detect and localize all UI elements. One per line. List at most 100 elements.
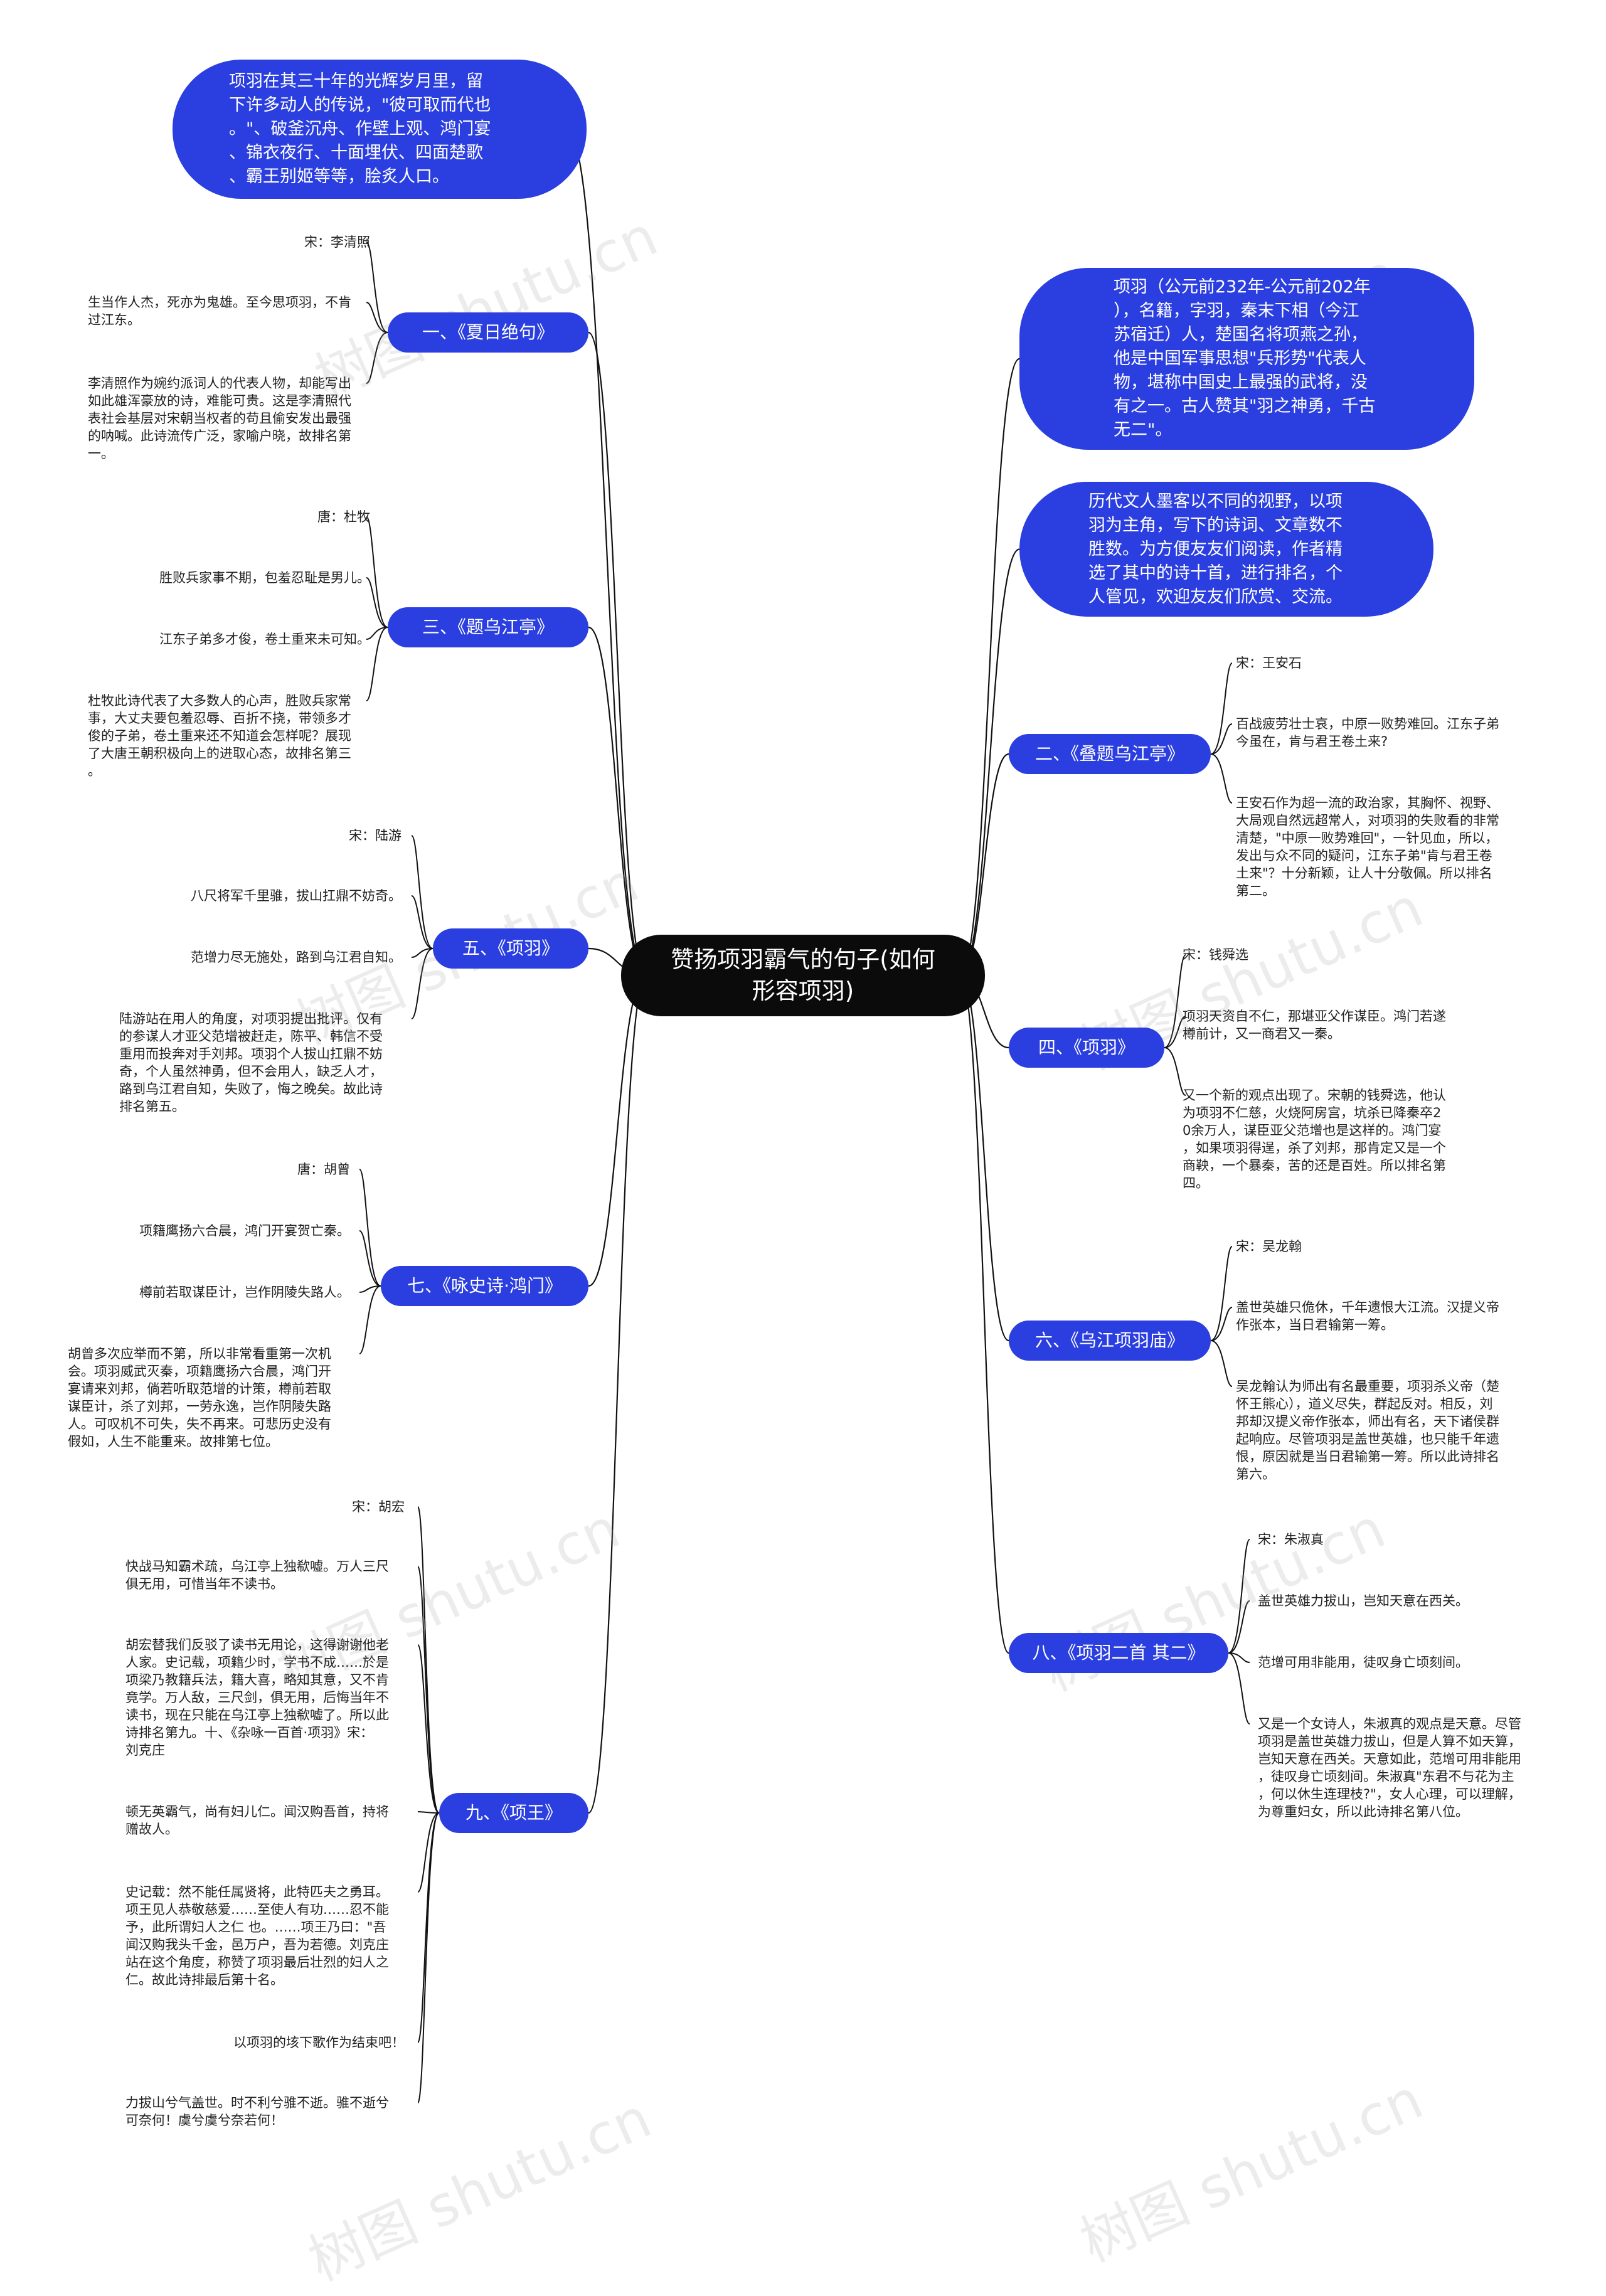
connector-line xyxy=(366,516,388,628)
branch-2-label: 二、《叠题乌江亭》 xyxy=(1034,743,1184,764)
connector-line xyxy=(359,1285,381,1293)
connector-line xyxy=(1210,723,1233,755)
branch-1-label: 一、《夏日绝句》 xyxy=(422,322,554,343)
connector-line xyxy=(366,577,388,628)
root-title: 赞扬项羽霸气的句子(如何 形容项羽) xyxy=(671,946,935,1004)
connector-line xyxy=(1228,1652,1250,1663)
connector-line xyxy=(1228,1652,1250,1725)
connector-line xyxy=(417,1812,440,2043)
leaf-b4-author: 宋：钱舜选 xyxy=(1183,947,1248,962)
branch-9-label: 九、《项王》 xyxy=(465,1802,562,1823)
connector-line xyxy=(588,331,647,977)
connector-line xyxy=(1210,1307,1233,1341)
intro-right-2-text: 历代文人墨客以不同的视野，以项 羽为主角，写下的诗词、文章数不 胜数。为方便友友… xyxy=(1088,491,1343,607)
connector-line xyxy=(1210,1246,1233,1341)
leaf-b6-commentary: 吴龙翰认为师出有名最重要，项羽杀义帝（楚 怀王熊心），道义尽失，群起反对。相反，… xyxy=(1236,1379,1499,1482)
leaf-b9-author: 宋：胡宏 xyxy=(352,1499,405,1514)
leaf-b2-poem: 百战疲劳壮士哀，中原一败势难回。江东子弟 今虽在，肯与君王卷土来? xyxy=(1236,716,1499,749)
branch-node-2[interactable]: 二、《叠题乌江亭》 xyxy=(1009,734,1211,774)
connector-line xyxy=(1210,1340,1233,1387)
leaf-b9-poem-liu: 顿无英霸气，尚有妇儿仁。闻汉购吾首，持将 赠故人。 xyxy=(125,1804,389,1837)
connector-line xyxy=(366,332,388,384)
branch-node-3[interactable]: 三、《题乌江亭》 xyxy=(388,607,588,647)
leaf-b3-poem-line-2: 江东子弟多才俊，卷土重来未可知。 xyxy=(159,632,370,647)
connector-line xyxy=(411,948,433,1019)
leaf-b9-closing: 以项羽的垓下歌作为结束吧！ xyxy=(233,2035,405,2050)
leaf-b8-commentary: 又是一个女诗人，朱淑真的观点是天意。尽管 项羽是盖世英雄力拔山，但是人算不如天算… xyxy=(1258,1716,1521,1819)
leaf-b5-poem-line-1: 八尺将军千里骓，拔山扛鼎不妨奇。 xyxy=(191,888,402,903)
branch-8-label: 八、《项羽二首 其二》 xyxy=(1032,1642,1205,1663)
connector-line xyxy=(959,974,1009,1654)
connector-line xyxy=(366,242,388,333)
leaf-b6-poem: 盖世英雄只佹休，千年遗恨大江流。汉提义帝 作张本，当日君输第一筹。 xyxy=(1236,1300,1499,1332)
leaf-b5-commentary: 陆游站在用人的角度，对项羽提出批评。仅有 的参谋人才亚父范增被赶走，陈平、韩信不… xyxy=(119,1011,383,1114)
connector-line xyxy=(1210,662,1233,755)
leaf-b7-commentary: 胡曾多次应举而不第，所以非常看重第一次机 会。项羽威武灭秦，项籍鹰扬六合晨，鸿门… xyxy=(68,1346,331,1449)
leaf-b9-gaixia-song: 力拔山兮气盖世。时不利兮骓不逝。骓不逝兮 可奈何！虞兮虞兮奈若何！ xyxy=(125,2095,389,2128)
connector-line xyxy=(359,1230,381,1287)
intro-bubble-top-left[interactable]: 项羽在其三十年的光辉岁月里，留 下许多动人的传说，"彼可取而代也 。"、破釜沉舟… xyxy=(173,60,587,199)
mind-map-canvas: 树图 shutu.cn 树图 shutu.cn 树图 shutu.cn 树图 s… xyxy=(68,60,1521,2293)
connector-line xyxy=(411,835,433,949)
root-node[interactable]: 赞扬项羽霸气的句子(如何 形容项羽) xyxy=(621,935,985,1016)
connector-line xyxy=(588,974,647,1814)
branch-5-label: 五、《项羽》 xyxy=(462,938,559,959)
leaf-b3-commentary: 杜牧此诗代表了大多数人的心声，胜败兵家常 事，大丈夫要包羞忍辱、百折不挠，带领多… xyxy=(88,693,351,779)
intro-right-1-text: 项羽（公元前232年-公元前202年 ），名籍，字羽，秦末下相（今江 苏宿迁）人… xyxy=(1114,277,1376,440)
branch-3-label: 三、《题乌江亭》 xyxy=(422,617,554,637)
leaf-b9-commentary-liu: 史记载：然不能任属贤将，此特匹夫之勇耳。 项王见人恭敬慈爱……至使人有功……忍不… xyxy=(125,1884,389,1987)
leaf-b1-commentary: 李清照作为婉约派词人的代表人物，却能写出 如此雄浑豪放的诗，难能可贵。这是李清照… xyxy=(88,376,351,461)
connector-line xyxy=(588,626,647,977)
connector-line xyxy=(1210,753,1233,804)
leaf-b9-poem: 快战马知霸术疏，乌江亭上独欷嘘。万人三尺 俱无用，可惜当年不读书。 xyxy=(125,1559,389,1592)
branch-node-5[interactable]: 五、《项羽》 xyxy=(433,928,588,969)
leaf-b3-author: 唐：杜牧 xyxy=(317,509,370,524)
branch-node-6[interactable]: 六、《乌江项羽庙》 xyxy=(1009,1321,1211,1361)
leaf-b8-author: 宋：朱淑真 xyxy=(1258,1532,1324,1547)
leaf-b7-poem-line-1: 项籍鹰扬六合晨，鸿门开宴贺亡秦。 xyxy=(139,1223,350,1238)
connector-line xyxy=(411,948,433,958)
leaf-b7-author: 唐：胡曾 xyxy=(297,1162,350,1177)
leaf-b8-poem-line-2: 范增可用非能用，徒叹身亡顷刻间。 xyxy=(1258,1655,1469,1670)
connector-line xyxy=(588,974,647,1287)
leaf-b5-author: 宋：陆游 xyxy=(349,828,402,843)
intro-bubble-right-2[interactable]: 历代文人墨客以不同的视野，以项 羽为主角，写下的诗词、文章数不 胜数。为方便友友… xyxy=(1019,482,1433,617)
connector-line xyxy=(359,1169,381,1287)
branch-7-label: 七、《咏史诗·鸿门》 xyxy=(407,1275,562,1296)
connector-line xyxy=(417,1811,440,1814)
connector-line xyxy=(567,131,647,977)
branch-node-8[interactable]: 八、《项羽二首 其二》 xyxy=(1009,1633,1228,1673)
connector-line xyxy=(1164,1016,1186,1048)
branch-node-9[interactable]: 九、《项王》 xyxy=(439,1793,588,1833)
intro-top-left-text: 项羽在其三十年的光辉岁月里，留 下许多动人的传说，"彼可取而代也 。"、破釜沉舟… xyxy=(229,72,491,186)
leaf-b3-poem-line-1: 胜败兵家事不期，包羞忍耻是男儿。 xyxy=(159,570,370,585)
connector-line xyxy=(1164,1047,1186,1096)
connector-line xyxy=(959,974,1009,1342)
leaf-b2-commentary: 王安石作为超一流的政治家，其胸怀、视野、 大局观自然远超常人，对项羽的失败看的非… xyxy=(1236,795,1499,898)
connector-line xyxy=(1228,1600,1250,1654)
intro-bubble-right-1[interactable]: 项羽（公元前232年-公元前202年 ），名籍，字羽，秦末下相（今江 苏宿迁）人… xyxy=(1019,268,1474,450)
connector-line xyxy=(1228,1539,1250,1654)
leaf-b6-author: 宋：吴龙翰 xyxy=(1236,1239,1302,1254)
connector-line xyxy=(959,358,1020,977)
branch-node-1[interactable]: 一、《夏日绝句》 xyxy=(388,312,588,353)
leaf-b5-poem-line-2: 范增力尽无施处，路到乌江君自知。 xyxy=(191,950,402,965)
connector-line xyxy=(417,1812,440,1893)
branch-4-label: 四、《项羽》 xyxy=(1038,1037,1135,1058)
branch-node-7[interactable]: 七、《咏史诗·鸿门》 xyxy=(381,1266,588,1306)
leaf-b1-author: 宋：李清照 xyxy=(304,235,370,250)
connector-line xyxy=(1164,954,1186,1048)
branch-6-label: 六、《乌江项羽庙》 xyxy=(1034,1330,1184,1351)
leaf-b9-commentary: 胡宏替我们反驳了读书无用论，这得谢谢他老 人家。史记载，项籍少时，学书不成……於… xyxy=(125,1637,389,1758)
connector-line xyxy=(366,627,388,701)
connector-line xyxy=(417,1644,440,1814)
connector-line xyxy=(366,302,388,333)
connector-line xyxy=(417,1566,440,1814)
leaf-b2-author: 宋：王安石 xyxy=(1236,656,1302,671)
connector-line xyxy=(411,895,433,949)
branch-node-4[interactable]: 四、《项羽》 xyxy=(1009,1028,1164,1068)
leaf-b4-commentary: 又一个新的观点出现了。宋朝的钱舜选，他认 为项羽不仁慈，火烧阿房宫，坑杀已降秦卒… xyxy=(1183,1088,1446,1191)
leaf-b8-poem-line-1: 盖世英雄力拔山，岂知天意在西关。 xyxy=(1258,1593,1469,1608)
leaf-b4-poem: 项羽天资自不仁，那堪亚父作谋臣。鸿门若遂 樽前计，又一商君又一秦。 xyxy=(1183,1009,1446,1041)
leaf-b7-poem-line-2: 樽前若取谋臣计，岂作阴陵失路人。 xyxy=(139,1285,350,1300)
